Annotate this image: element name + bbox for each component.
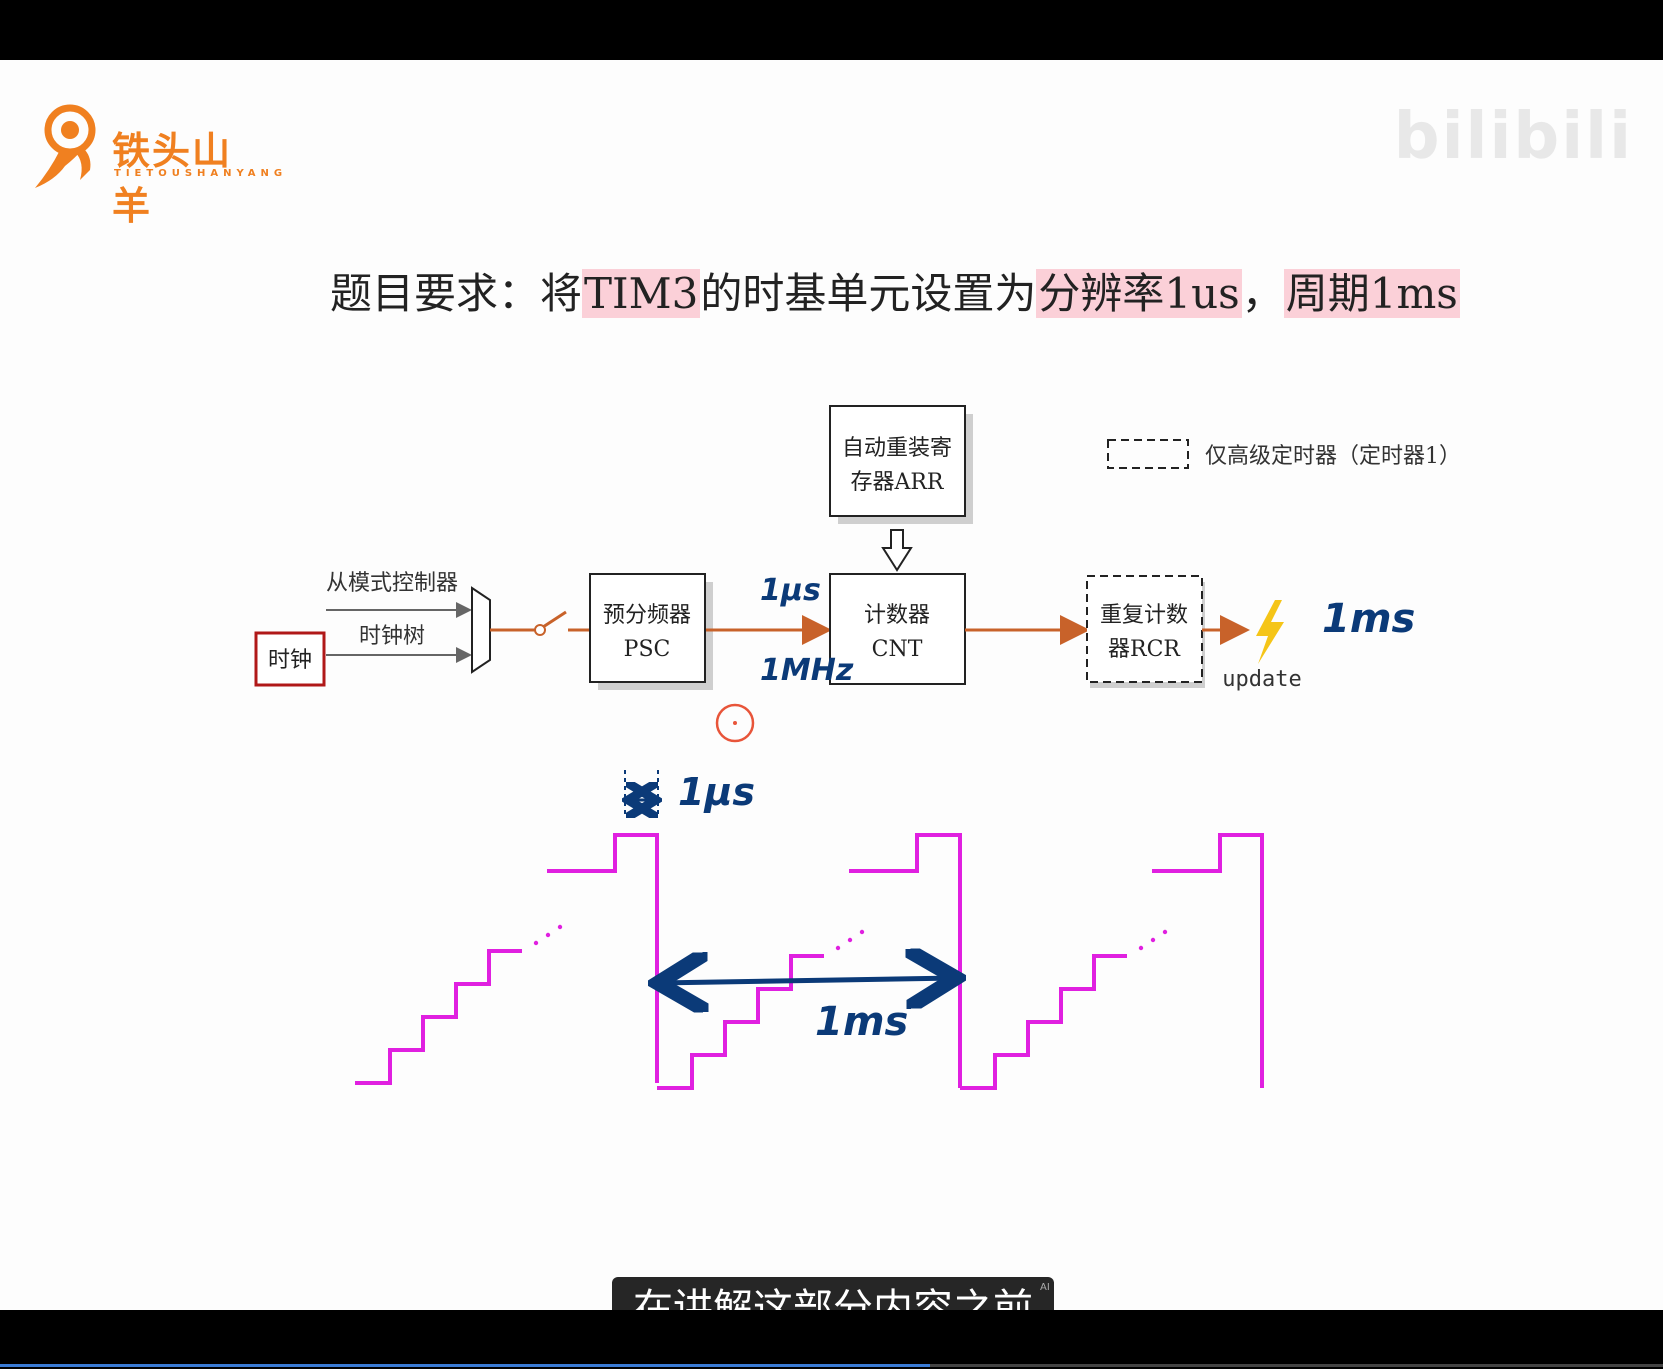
arr-block: 自动重装寄 存器ARR [829,405,973,524]
title-highlight-period: 周期1ms [1283,269,1460,318]
arr-label-line2: 存器ARR [850,470,944,495]
video-top-bar [0,0,1663,60]
rcr-block: 重复计数 器RCR [1086,575,1205,688]
logo-text: 铁头山羊 [112,129,233,228]
psc-label-line2: PSC [624,637,671,662]
step-width-label: 1μs [678,770,755,814]
period-2-ellipsis-dot [859,929,865,935]
bilibili-watermark: bilibili [1393,100,1633,174]
period-2-ellipsis-dot [835,945,841,951]
clock-block: 时钟 [254,631,326,687]
period-2-ellipsis-dot [847,937,853,943]
lightning-icon [1256,600,1284,664]
title-comma: ， [1241,269,1284,318]
counter-waveform [355,833,1264,1090]
title-middle: 的时基单元设置为 [700,269,1037,318]
logo-subtext: TIETOUSHANYANG [114,168,288,179]
title-highlight-timer: TIM3 [582,269,701,318]
clock-tree-label: 时钟树 [359,624,425,649]
period-1-upper-steps [547,833,659,1083]
period-label: 1ms [815,999,908,1045]
ai-subtitle-badge: AI [1040,1282,1050,1293]
timer-block-diagram: 时钟 从模式控制器 时钟树 预分频器 PSC 自动重装寄 存器ARR 计数器 C… [254,405,1461,1090]
title-prefix: 题目要求：将 [330,269,583,318]
cnt-block: 计数器 CNT [829,573,966,685]
psc-label-line1: 预分频器 [603,603,691,628]
period-3-lower-steps [960,954,1127,1090]
period-3-upper-steps [1152,833,1264,1088]
rcr-label-line2: 器RCR [1108,637,1181,662]
clock-label: 时钟 [268,648,312,673]
slide-title: 题目要求：将TIM3的时基单元设置为分辨率1us，周期1ms [330,260,1460,321]
cnt-label-line2: CNT [872,637,923,662]
update-label: update [1222,667,1301,692]
cursor-pointer-icon [715,703,755,743]
period-3-ellipsis-dot [1162,929,1168,935]
update-period-note: 1ms [1322,596,1415,642]
title-highlight-resolution: 分辨率1us [1036,269,1242,318]
psc-block: 预分频器 PSC [589,573,713,690]
period-1-ellipsis-dot [533,940,539,946]
period-1-ellipsis-dot [545,932,551,938]
period-2-upper-steps [849,833,962,1088]
cnt-label-line1: 计数器 [864,603,930,628]
video-bottom-bar [0,1310,1663,1369]
period-1-lower-steps [355,949,522,1085]
cursor-pointer-dot [733,721,737,725]
legend-label: 仅高级定时器（定时器1） [1205,444,1461,469]
period-3-ellipsis-dot [1150,937,1156,943]
switch-pivot [534,624,546,636]
arr-to-cnt-arrow [881,529,913,572]
logo: 铁头山羊 TIETOUSHANYANG [30,100,282,228]
period-1-ellipsis-dot [557,924,563,930]
rcr-label-line1: 重复计数 [1100,603,1188,628]
period-2-lower-steps [657,954,824,1090]
slave-controller-label: 从模式控制器 [326,571,458,596]
psc-out-freq-top: 1μs [760,573,821,608]
period-3-ellipsis-dot [1138,945,1144,951]
period-arrow [658,978,956,983]
mux-shape [471,586,491,674]
legend-dashed-box [1107,439,1189,469]
video-progress-remaining[interactable] [930,1364,1663,1367]
arr-label-line1: 自动重装寄 [842,436,952,461]
video-progress-played[interactable] [0,1364,930,1367]
switch-lever [542,610,567,629]
goat-logo-icon [35,104,96,188]
psc-out-freq-bottom: 1MHz [760,653,854,688]
